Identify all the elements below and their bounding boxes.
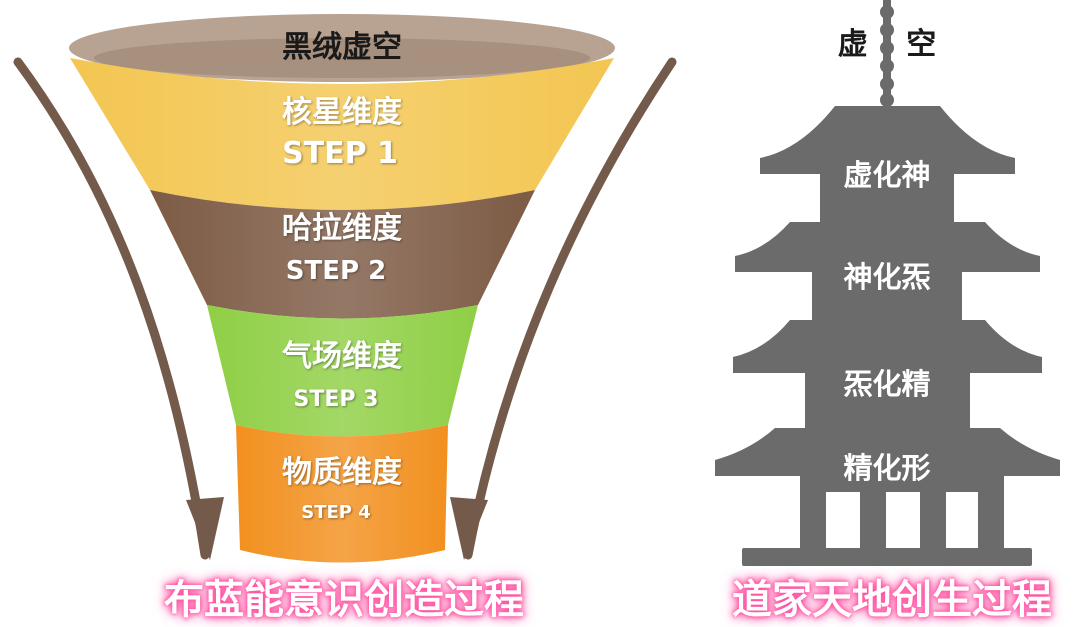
right-flow-arrow — [463, 57, 677, 560]
pagoda-level-2-label: 神化炁 — [843, 260, 931, 294]
left-arrowhead — [186, 497, 224, 560]
funnel-layer-3-step: STEP 3 — [293, 387, 379, 412]
right-arrowhead — [450, 497, 488, 560]
pagoda-level-3-label: 炁化精 — [843, 367, 931, 401]
funnel-layer-1-step: STEP 1 — [282, 136, 398, 171]
pagoda-roof-1 — [760, 106, 1015, 174]
funnel-caption: 布蓝能意识创造过程 — [164, 577, 524, 623]
pagoda-base — [742, 548, 1032, 566]
left-flow-arrow — [13, 57, 210, 560]
funnel-top-label: 黑绒虚空 — [282, 30, 402, 65]
funnel — [69, 14, 615, 563]
pagoda-roof-2 — [735, 222, 1040, 272]
funnel-layer-4-step: STEP 4 — [301, 502, 371, 523]
pagoda — [715, 0, 1060, 566]
pagoda-caption: 道家天地创生过程 — [732, 577, 1052, 623]
funnel-top-inner — [94, 38, 590, 78]
pagoda-roof-4 — [715, 428, 1060, 476]
funnel-layer-4-label: 物质维度 — [282, 455, 402, 490]
funnel-layer-2-step: STEP 2 — [285, 256, 387, 286]
pagoda-level-4-label: 精化形 — [843, 451, 931, 485]
pagoda-level-1-label: 虚化神 — [843, 158, 931, 192]
funnel-layer-2-label: 哈拉维度 — [282, 211, 402, 246]
funnel-layer-1-label: 核星维度 — [282, 95, 402, 130]
funnel-layer-3-label: 气场维度 — [282, 339, 402, 374]
pagoda-top-label: 虚 空 — [837, 27, 937, 62]
pagoda-roof-3 — [733, 320, 1042, 373]
